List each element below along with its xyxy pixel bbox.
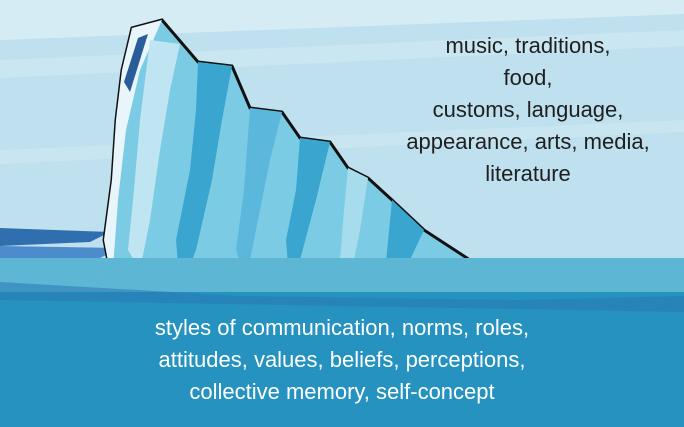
water-streak	[0, 228, 110, 246]
iceberg-shadow	[124, 34, 148, 92]
water-shadow	[0, 282, 684, 312]
water-surface	[0, 258, 684, 292]
below-water-line: styles of communication, norms, roles,	[154, 315, 530, 340]
below-water-line: collective memory, self-concept	[189, 379, 495, 404]
above-water-line: appearance, arts, media,	[406, 129, 650, 154]
iceberg-facet	[236, 108, 282, 280]
iceberg-facet	[340, 168, 368, 280]
iceberg-facet	[176, 62, 232, 290]
below-water-line: attitudes, values, beliefs, perceptions,	[158, 347, 526, 372]
above-water-line: music, traditions,	[445, 33, 611, 58]
below-water-text: styles of communication, norms, roles, a…	[90, 312, 594, 408]
above-water-text: music, traditions, food, customs, langua…	[380, 30, 676, 190]
above-water-line: food,	[503, 65, 553, 90]
iceberg-facet	[128, 40, 180, 270]
above-water-line: customs, language,	[432, 97, 624, 122]
iceberg-facet	[286, 138, 330, 290]
above-water-line: literature	[485, 161, 571, 186]
iceberg	[102, 18, 665, 304]
